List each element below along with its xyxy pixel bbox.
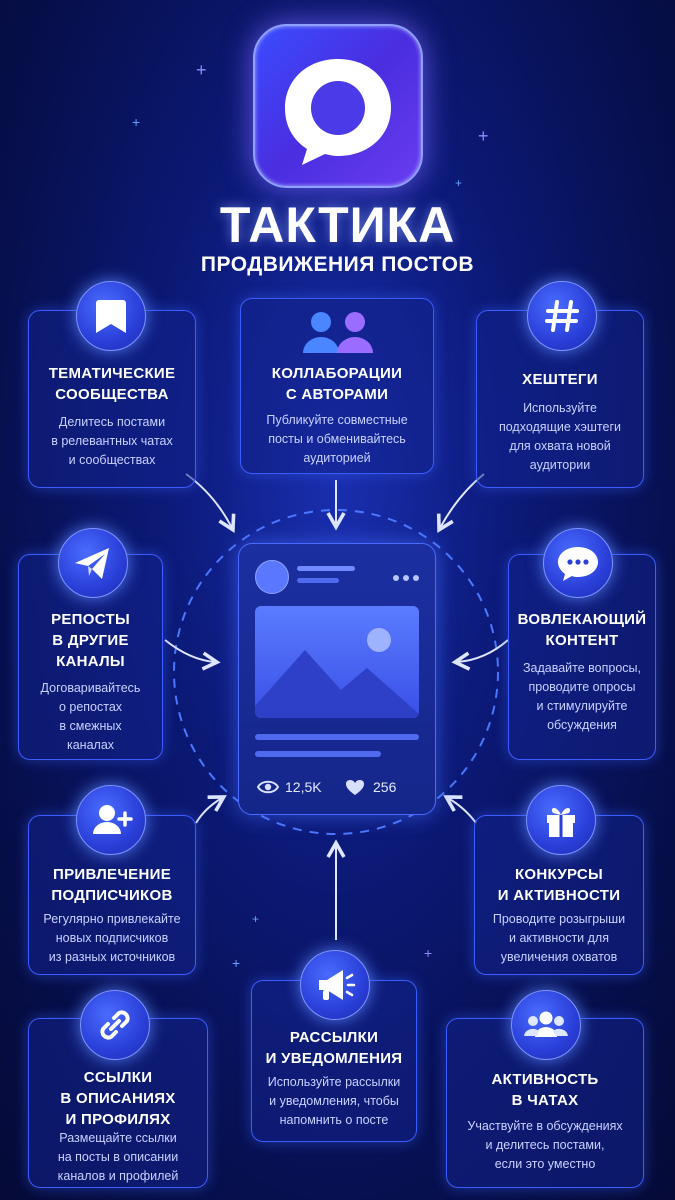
card-description: Используйте рассылки и уведомления, чтоб… (267, 1075, 401, 1127)
arrow-bottom-left (195, 795, 227, 824)
card-title: ССЫЛКИ В ОПИСАНИЯХ И ПРОФИЛЯХ (60, 1069, 176, 1128)
send-icon (58, 528, 128, 598)
more-icon (392, 569, 422, 581)
app-logo (253, 24, 423, 188)
card-title: РЕПОСТЫ В ДРУГИЕ КАНАЛЫ (51, 611, 130, 670)
card-title: ВОВЛЕКАЮЩИЙ КОНТЕНТ (517, 611, 647, 649)
card-title: ПРИВЛЕЧЕНИЕ ПОДПИСЧИКОВ (51, 866, 173, 904)
sparkle-decoration: + (478, 126, 489, 146)
link-icon (80, 990, 150, 1060)
card-chat-activity: АКТИВНОСТЬ В ЧАТАХ Участвуйте в обсужден… (446, 1018, 644, 1188)
megaphone-icon (300, 950, 370, 1020)
sparkle-decoration: + (132, 114, 141, 130)
dashed-ring (173, 509, 499, 835)
sparkle-decoration: + (252, 912, 260, 926)
post-header-line (297, 578, 339, 583)
arrow-left (164, 639, 221, 671)
card-description: Размещайте ссылки на посты в описании ка… (57, 1131, 179, 1183)
card-description: Публикуйте совместные посты и обменивайт… (266, 413, 408, 465)
hashtag-icon (527, 281, 597, 351)
card-description: Проводите розыгрыши и активности для уве… (492, 912, 626, 964)
card-title: ТЕМАТИЧЕСКИЕ СООБЩЕСТВА (48, 365, 176, 403)
card-thematic-communities: ТЕМАТИЧЕСКИЕ СООБЩЕСТВА Делитесь постами… (28, 310, 196, 488)
sparkle-decoration: + (196, 60, 207, 80)
eye-icon (256, 779, 280, 795)
card-description: Регулярно привлекайте новых подписчиков … (43, 912, 181, 964)
card-description: Участвуйте в обсуждениях и делитесь пост… (467, 1119, 623, 1171)
group-icon (511, 990, 581, 1060)
post-text-line (255, 751, 381, 757)
sparkle-decoration: + (455, 176, 463, 190)
page-title: ТАКТИКА (219, 197, 456, 253)
post-header-line (297, 566, 355, 571)
image-icon (255, 606, 419, 718)
sparkle-decoration: + (424, 945, 433, 961)
card-description: Делитесь постами в релевантных чатах и с… (51, 415, 173, 467)
post-text-line (255, 734, 419, 740)
card-description: Задавайте вопросы, проводите опросы и ст… (522, 661, 642, 732)
arrow-right (451, 639, 509, 671)
card-engaging-content: ВОВЛЕКАЮЩИЙ КОНТЕНТ Задавайте вопросы, п… (508, 554, 656, 760)
card-description: Используйте подходящие хэштеги для охват… (498, 401, 621, 472)
page-subtitle: ПРОДВИЖЕНИЯ ПОСТОВ (200, 253, 475, 276)
card-title: АКТИВНОСТЬ В ЧАТАХ (491, 1071, 599, 1109)
card-attract-subscribers: ПРИВЛЕЧЕНИЕ ПОДПИСЧИКОВ Регулярно привле… (28, 815, 196, 975)
card-title: КОНКУРСЫ И АКТИВНОСТИ (497, 866, 621, 904)
sparkle-decoration: + (232, 955, 241, 971)
likes-count: 256 (373, 779, 397, 795)
avatar (255, 560, 289, 594)
users-icon (303, 312, 373, 353)
heart-icon (345, 779, 365, 796)
card-hashtags: ХЕШТЕГИ Используйте подходящие хэштеги д… (476, 310, 644, 488)
card-title: ХЕШТЕГИ (522, 371, 598, 388)
card-newsletters: РАССЫЛКИ И УВЕДОМЛЕНИЯ Используйте рассы… (251, 980, 417, 1142)
gift-icon (526, 785, 596, 855)
add-user-icon (76, 785, 146, 855)
bookmark-icon (76, 281, 146, 351)
card-collaborations: КОЛЛАБОРАЦИИ С АВТОРАМИ Публикуйте совме… (240, 298, 434, 474)
card-description: Договаривайтесь о репостах в смежных кан… (40, 681, 141, 752)
card-title: РАССЫЛКИ И УВЕДОМЛЕНИЯ (265, 1029, 403, 1067)
card-title: КОЛЛАБОРАЦИИ С АВТОРАМИ (271, 365, 403, 403)
post-mockup: 12,5K 256 (238, 543, 436, 815)
views-count: 12,5K (285, 779, 322, 795)
arrow-bottom-right (443, 795, 477, 824)
chat-bubble-icon (285, 59, 391, 165)
chat-icon (543, 528, 613, 598)
